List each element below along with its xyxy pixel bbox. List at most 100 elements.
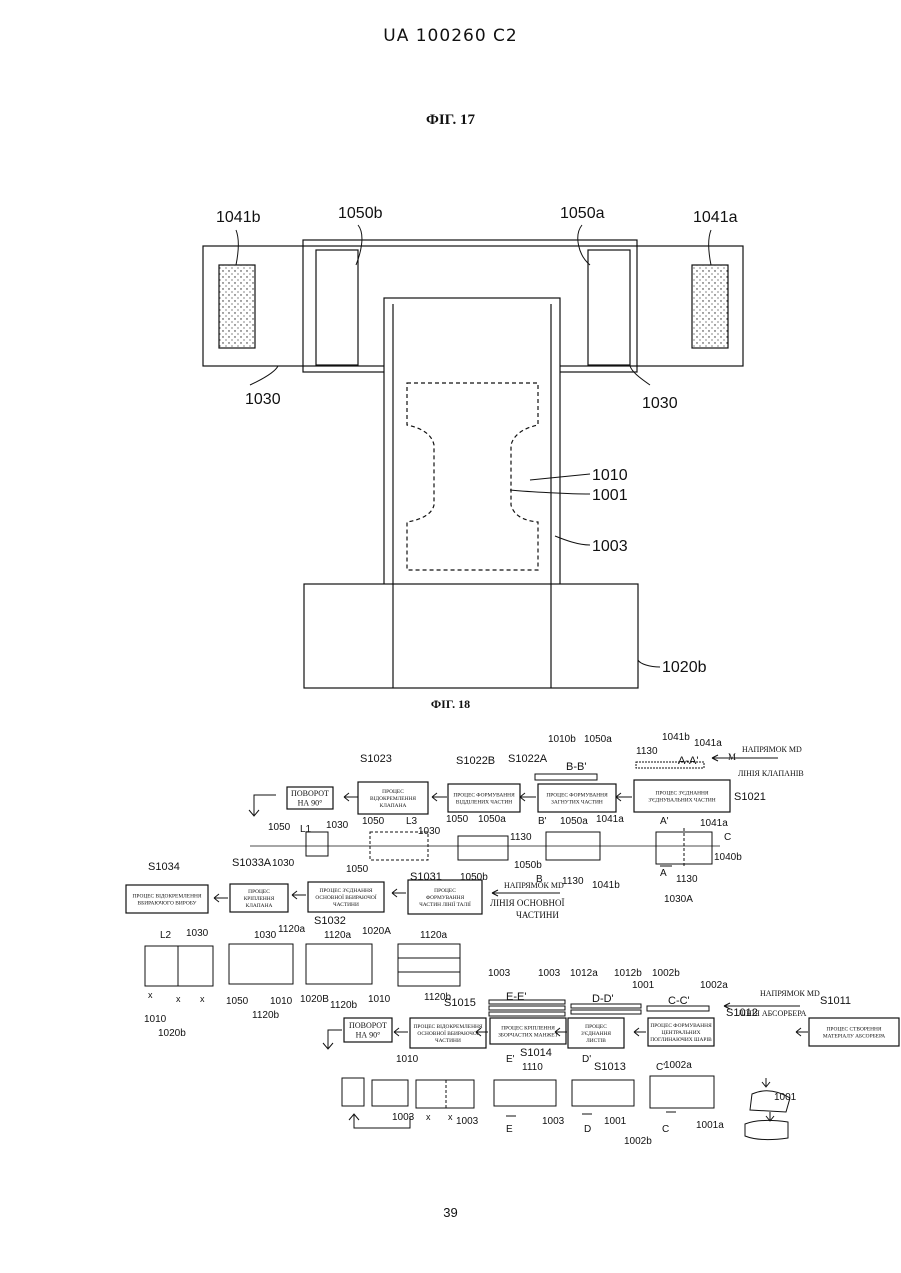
label-r1120b-c: 1120b [424, 992, 452, 1003]
page-number: 39 [0, 1205, 901, 1220]
process-box-text-s1023: ПРОЦЕС [382, 789, 404, 795]
step-id-s1022a: S1022A [508, 753, 548, 765]
label-line-absorber: ЛІНІЯ АБСОРБЕРА [738, 1009, 807, 1018]
label-r1041a-mid2: 1041a [700, 818, 728, 829]
process-box-text-s1031: ЧАСТИН ЛІНІЇ ТАЛІЇ [419, 901, 471, 908]
label-r1010-a: 1010 [144, 1014, 167, 1025]
label-r1050b-mid: 1050b [460, 872, 488, 883]
process-box-text-s1033a: ПРОЦЕС [248, 889, 270, 895]
label-A1: A' [660, 816, 669, 827]
process-box-text-s1014: ПРОЦЕС КРІПЛЕННЯ [501, 1025, 555, 1031]
process-box-text-s1013: З'ЄДНАННЯ [581, 1031, 611, 1037]
label-CC: C-C' [668, 995, 690, 1007]
process-box-text-s1022a: ЗАГНУТИХ ЧАСТИН [551, 799, 603, 805]
ref-1020b: 1020b [662, 659, 707, 676]
step-id-s1021: S1021 [734, 791, 766, 803]
label-E1: E' [506, 1054, 515, 1065]
label-md1: НАПРЯМОК MD [742, 745, 802, 754]
label-md-letter: M [728, 752, 736, 762]
fig18-title: ФІГ. 18 [0, 697, 901, 712]
process-box-text-s1015: ЧАСТИНИ [435, 1038, 461, 1044]
label-r1010b: 1010b [548, 734, 576, 745]
flap-part-1050b [316, 250, 358, 365]
label-r1130-mid2: 1130 [562, 876, 584, 887]
label-r1030A: 1030A [664, 894, 693, 905]
process-box-text-s1012: ЦЕНТРАЛЬНИХ [661, 1030, 700, 1036]
process-box-text-rotate1: НА 90° [298, 799, 323, 808]
label-r1050b-mid2: 1050b [514, 860, 542, 871]
label-xE: x [448, 1112, 453, 1122]
ref-1041b: 1041b [216, 209, 261, 226]
process-box-text-s1022b: ВІДДІЛЕНИХ ЧАСТИН [456, 799, 512, 805]
label-r1041b-top: 1041b [662, 732, 690, 743]
process-box-text-s1032: ОСНОВНОЇ ВБИРАЮЧОЇ [315, 894, 376, 901]
label-D1: D' [582, 1054, 591, 1065]
label-r1030-c: 1030 [272, 858, 295, 869]
ref-1050a: 1050a [560, 205, 605, 222]
fig17-title: ФІГ. 17 [0, 112, 901, 129]
label-line-main2: ЧАСТИНИ [516, 910, 559, 920]
process-box-text-s1023: КЛАПАНА [380, 803, 407, 809]
process-box-text-s1032: ЧАСТИНИ [333, 902, 359, 908]
label-r1130-mid: 1130 [510, 832, 532, 843]
process-box-text-s1012: ПОГЛИНАЮЧИХ ШАРІВ [650, 1037, 712, 1043]
ref-1001: 1001 [592, 487, 628, 504]
label-r1012b: 1012b [614, 968, 642, 979]
label-r1120b-a: 1120b [252, 1010, 280, 1021]
fig17-drawing: 1041b 1050b 1050a 1041a 1030 1030 1010 1… [0, 190, 901, 710]
label-r1010-b: 1010 [270, 996, 293, 1007]
label-r1030-e: 1030 [186, 928, 209, 939]
label-A: A [660, 868, 667, 879]
step-id-s1022b: S1022B [456, 755, 495, 767]
ref-1010: 1010 [592, 467, 628, 484]
process-box-text-s1034: ВБИРАЮЧОГО ВИРОБУ [138, 900, 197, 906]
process-box-text-s1011: ПРОЦЕС СТВОРЕННЯ [826, 1026, 881, 1032]
label-B1: B' [538, 816, 547, 827]
label-E: E [506, 1124, 513, 1135]
process-box-text-s1023: ВІДОКРЕМЛЕННЯ [370, 796, 416, 802]
process-box-text-s1022a: ПРОЦЕС ФОРМУВАННЯ [546, 792, 608, 798]
label-r1002b-bot: 1002b [624, 1136, 652, 1147]
label-r1003-b: 1003 [538, 968, 561, 979]
label-xA: x [148, 990, 153, 1000]
process-box-text-s1033a: КРІПЛЕННЯ [244, 896, 275, 902]
process-box-text-s1012: ПРОЦЕС ФОРМУВАННЯ [650, 1023, 712, 1029]
label-r1120a-c: 1120a [420, 930, 448, 941]
label-r1120b-b: 1120b [330, 1000, 358, 1011]
label-r1001-bot: 1001 [604, 1116, 627, 1127]
label-r1001-top: 1001 [632, 980, 655, 991]
part-1020b [304, 584, 638, 688]
label-r1010-c: 1010 [368, 994, 391, 1005]
label-r1020A: 1020A [362, 926, 391, 937]
label-r1050a-mid: 1050a [478, 814, 506, 825]
label-r1030-a: 1030 [326, 820, 349, 831]
process-box-text-s1033a: КЛАПАНА [246, 903, 273, 909]
label-r1002a-top: 1002a [700, 980, 728, 991]
label-xD: x [426, 1112, 431, 1122]
label-r1003-e: 1003 [542, 1116, 565, 1127]
label-D: D [584, 1124, 591, 1135]
step-id-s1023: S1023 [360, 753, 392, 765]
label-rL2: L2 [160, 930, 172, 941]
ref-1030-right: 1030 [642, 395, 678, 412]
label-r1050a-mid2: 1050a [560, 816, 588, 827]
label-r1050a-top: 1050a [584, 734, 612, 745]
label-r1050-d: 1050 [446, 814, 469, 825]
label-r1050-b: 1050 [362, 816, 385, 827]
process-box-text-rotate1: ПОВОРОТ [291, 789, 329, 798]
label-r1050-a: 1050 [268, 822, 291, 833]
process-box-text-s1034: ПРОЦЕС ВІДОКРЕМЛЕННЯ [133, 893, 202, 899]
label-r1003-d: 1003 [456, 1116, 479, 1127]
label-r1001-right: 1001 [774, 1092, 797, 1103]
process-box-text-s1014: ЗБОРЧАСТИХ МАНЖЕТ [498, 1032, 559, 1038]
step-id-s1014: S1014 [520, 1047, 552, 1059]
label-r1002b-top: 1002b [652, 968, 680, 979]
label-r1050-c: 1050 [346, 864, 369, 875]
ref-1030-left: 1030 [245, 391, 281, 408]
process-box-text-s1011: МАТЕРІАЛУ АБСОРБЕРА [823, 1033, 885, 1039]
process-box-text-s1015: ОСНОВНОЇ ВБИРАЮЧОЇ [417, 1030, 478, 1037]
label-md3: НАПРЯМОК MD [760, 989, 820, 998]
document-number: UA 100260 C2 [0, 26, 901, 46]
label-DD: D-D' [592, 993, 614, 1005]
